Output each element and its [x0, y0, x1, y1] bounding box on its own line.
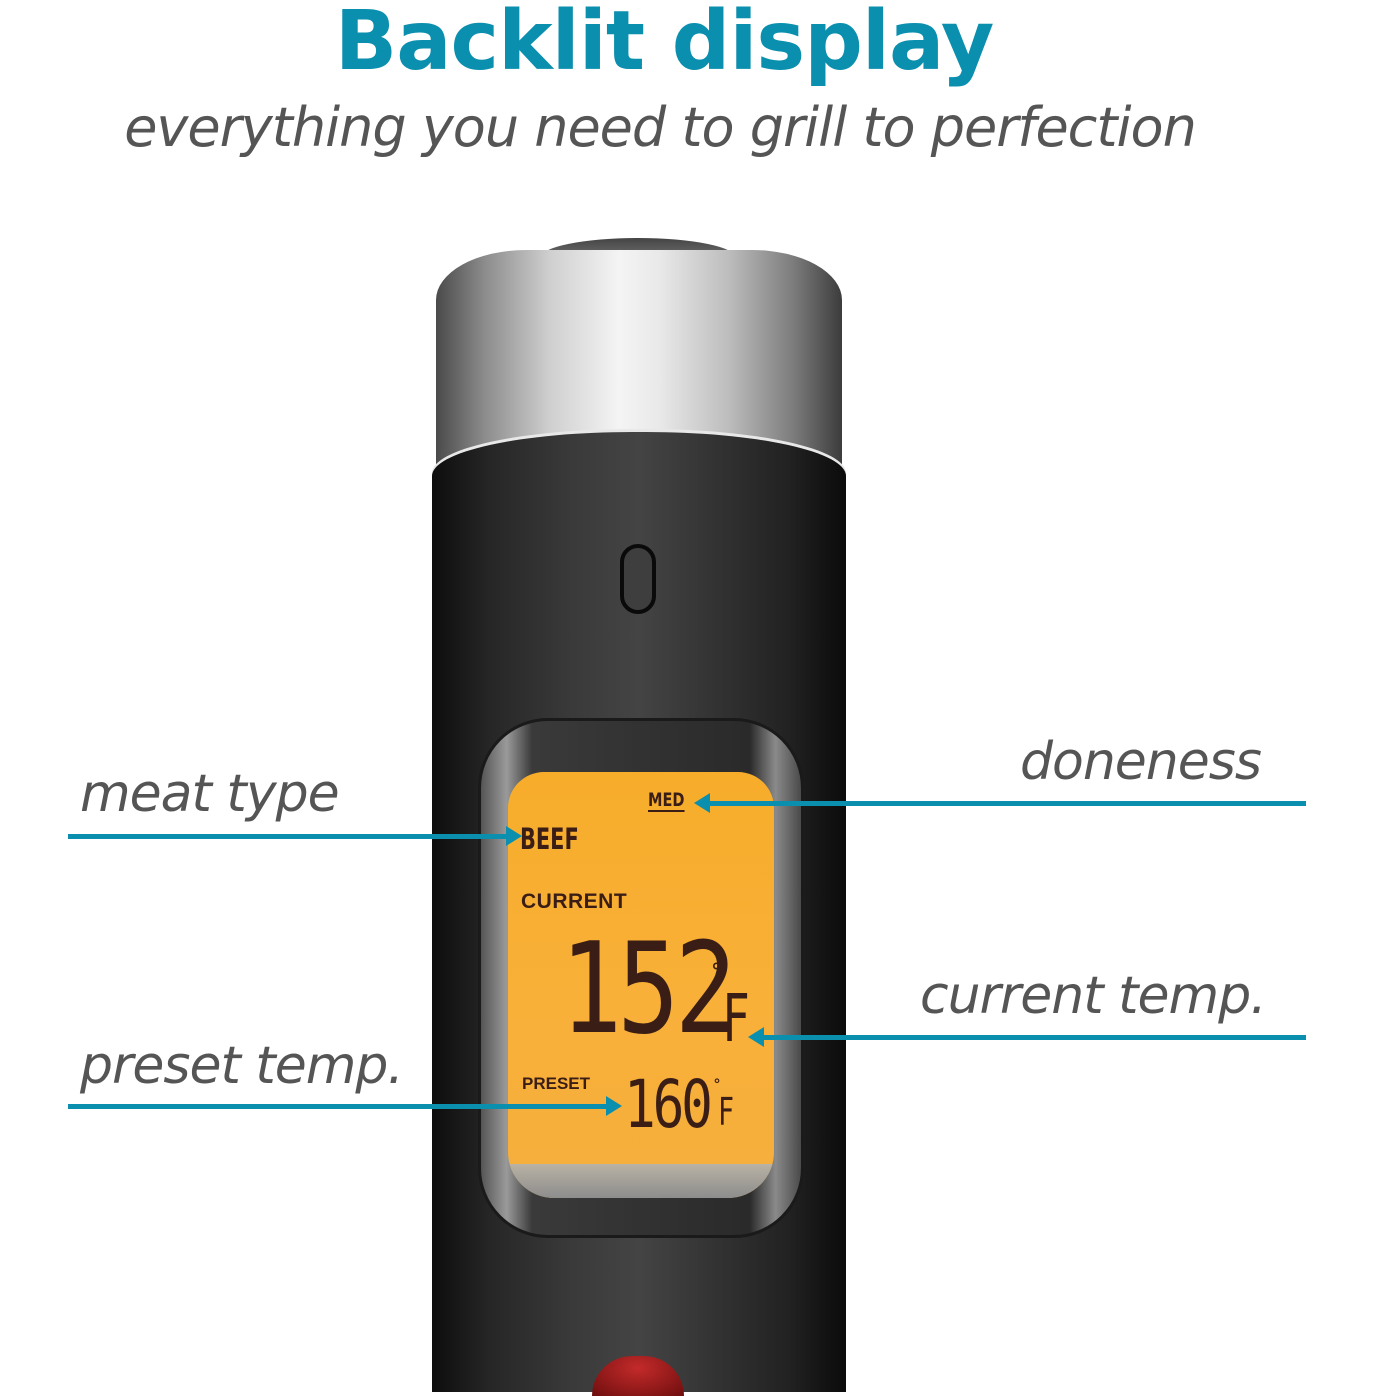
preset-temp-unit: F — [718, 1090, 735, 1134]
callout-meat-type: meat type — [80, 764, 340, 824]
callout-doneness: doneness — [1020, 732, 1262, 792]
arrow-left-icon — [694, 793, 710, 813]
page-subtitle: everything you need to grill to perfecti… — [124, 96, 1197, 159]
callout-line-preset-temp — [68, 1104, 608, 1109]
callout-line-current-temp — [764, 1035, 1306, 1040]
arrow-right-icon — [606, 1096, 622, 1116]
current-temp-unit: F — [722, 980, 750, 1057]
page-title: Backlit display — [334, 0, 995, 89]
meat-type-indicator: BEEF — [520, 822, 579, 856]
callout-line-doneness — [710, 801, 1306, 806]
callout-current-temp: current temp. — [920, 966, 1267, 1026]
lcd-display: MED BEEF CURRENT 152 ° F PRESET 160 ° F — [508, 772, 774, 1198]
preset-label: PRESET — [522, 1074, 591, 1093]
degree-icon: ° — [712, 958, 721, 983]
lcd-bottom-strip — [508, 1164, 774, 1198]
current-label: CURRENT — [521, 890, 628, 913]
preset-temp-value: 160 — [624, 1066, 713, 1143]
current-temp-value: 152 — [560, 915, 737, 1062]
doneness-indicator: MED — [648, 789, 685, 812]
degree-icon: ° — [714, 1076, 720, 1093]
callout-preset-temp: preset temp. — [80, 1036, 404, 1096]
backlight-button[interactable] — [620, 544, 656, 614]
callout-line-meat-type — [68, 834, 508, 839]
arrow-left-icon — [748, 1027, 764, 1047]
arrow-right-icon — [506, 826, 522, 846]
